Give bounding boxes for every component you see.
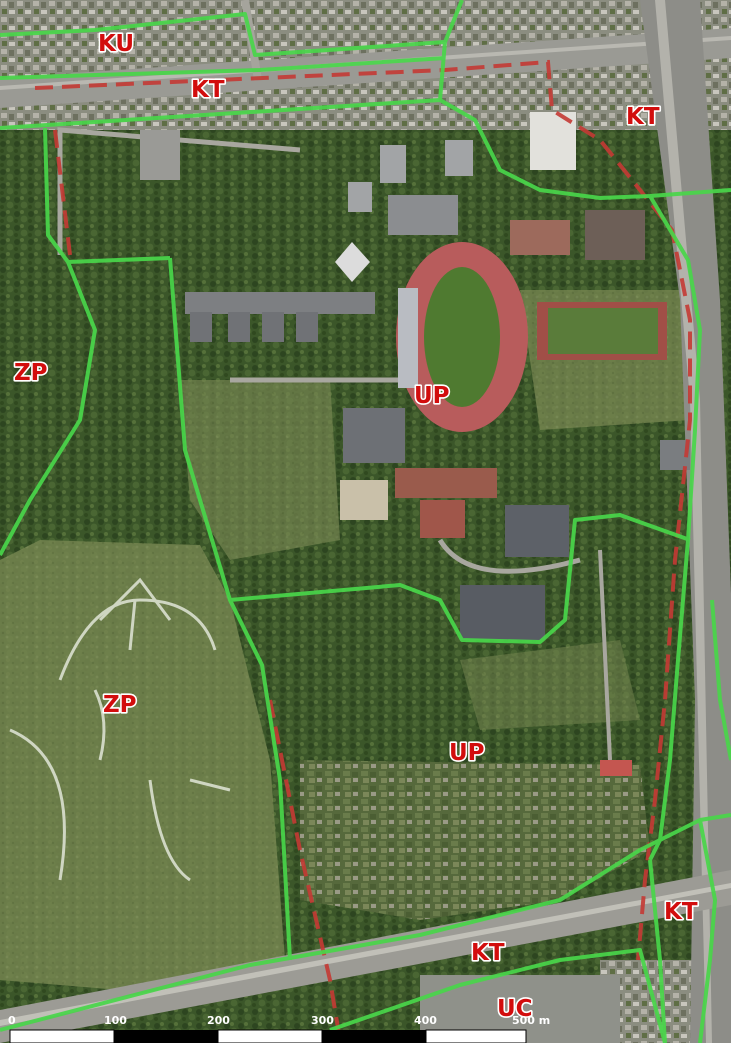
zone-label-zp-park: ZP — [103, 692, 137, 718]
zone-label-zp-west: ZP — [14, 360, 48, 386]
zone-label-kt-southeast: KT — [664, 899, 698, 925]
park-paths — [9, 577, 231, 882]
zone-label-kt-east: KT — [626, 104, 660, 130]
zone-label-uc-south: UC — [497, 996, 533, 1022]
scale-tick-0: 0 — [8, 1014, 16, 1027]
scale-tick-400: 400 — [414, 1014, 437, 1027]
scale-bar: 0 100 200 300 400 500 m — [8, 1014, 550, 1043]
zone-label-up-south: UP — [449, 740, 485, 766]
campus-buildings — [140, 112, 690, 776]
plan-boundary — [34, 59, 692, 1041]
zone-labels: KU KT KT ZP UP ZP UP KT KT UC — [12, 29, 699, 1023]
scale-tick-500: 500 m — [512, 1014, 550, 1027]
scale-tick-200: 200 — [207, 1014, 230, 1027]
zone-label-kt-north: KT — [191, 77, 225, 103]
scale-tick-300: 300 — [311, 1014, 334, 1027]
zone-label-kt-south: KT — [471, 940, 505, 966]
zone-label-ku-north: KU — [98, 31, 134, 57]
zone-label-up-campus: UP — [414, 383, 450, 409]
scale-tick-100: 100 — [104, 1014, 127, 1027]
